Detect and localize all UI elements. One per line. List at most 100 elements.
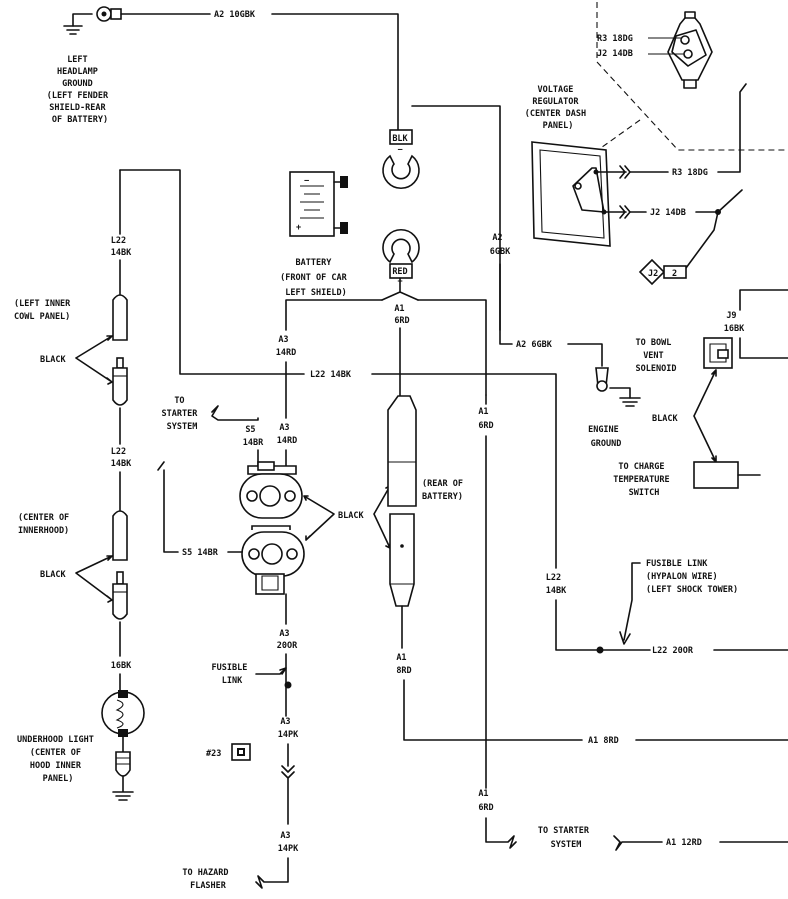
positive-terminal-wire [381, 277, 419, 301]
connector-upper [239, 461, 303, 519]
svg-text:−: − [304, 176, 309, 186]
j2-wire-right [685, 189, 743, 269]
a2-6gbk-wire-top [411, 105, 501, 331]
a1-a3-split-wire [285, 299, 487, 396]
a1-8rd-vert-label: A1 8RD [396, 653, 411, 676]
to-starter-left-label: TO STARTER SYSTEM [162, 396, 203, 432]
left-headlamp-ground-label: LEFT HEADLAMP GROUND (LEFT FENDER SHIELD… [47, 55, 114, 125]
a1-12rd-label: A1 12RD [666, 838, 702, 848]
a3-14rd-top-label: A3 14RD [276, 335, 296, 358]
black-label-2: BLACK [40, 570, 66, 580]
a2-10gbk-wire [271, 13, 399, 131]
battery-label: BATTERY (FRONT OF CAR LEFT SHIELD) [280, 258, 352, 298]
j2-connector-box: J2 2 [638, 258, 687, 286]
j9-16bk-label: J9 16BK [724, 311, 745, 334]
connector-23: #23 [206, 743, 251, 761]
l22-14bk-run [119, 169, 305, 375]
to-starter-bottom-wire [485, 817, 517, 849]
j9-wire [739, 337, 788, 359]
black-leaders-mid [303, 495, 335, 541]
black-leaders-1 [75, 335, 113, 385]
l22-20or-wire [555, 599, 651, 651]
s5-14br-horz-label: S5 14BR [182, 548, 219, 558]
svg-text:−: − [397, 145, 402, 155]
a1-12rd-wire [613, 835, 663, 851]
a2-10gbk-label: A2 10GBK [214, 10, 256, 20]
a1-8rd-wire [403, 679, 583, 741]
a3-20or-label: A3 20OR [277, 629, 298, 651]
fusible-link-left-arrow [255, 667, 287, 675]
svg-text:#23: #23 [206, 749, 221, 759]
underhood-light [101, 690, 145, 801]
a1-6rd-bottom-label: A1 6RD [478, 789, 493, 813]
j9-wire-top [739, 289, 788, 311]
hazard-flasher-wire [255, 857, 289, 889]
voltage-regulator-label: VOLTAGE REGULATOR (CENTER DASH PANEL) [525, 85, 592, 131]
a1-6rd-top-label: A1 6RD [394, 304, 409, 326]
l22-20or-label: L22 20OR [652, 646, 694, 656]
connector-innerhood-female [112, 510, 128, 561]
engine-ground-symbol [595, 367, 641, 407]
r3-wire-right [717, 83, 747, 173]
battery-terminal-positive: RED + [382, 228, 420, 287]
a2-6gbk-label: A2 6GBK [516, 340, 553, 350]
regulator-connector-detail [667, 11, 713, 89]
connector-cowl-female [112, 294, 128, 341]
r3-18dg-detail-label: R3 18DG [597, 34, 633, 44]
l22-14bk-mid-label: L22 14BK [111, 447, 132, 469]
left-inner-cowl-label: (LEFT INNER COWL PANEL) [14, 299, 75, 322]
s5-14br-top-label: S5 14BR [243, 425, 264, 448]
underhood-light-label: UNDERHOOD LIGHT (CENTER OF HOOD INNER PA… [17, 735, 99, 784]
j2-14db-detail-label: J2 14DB [597, 49, 633, 59]
s5-squiggle-left [157, 461, 179, 553]
l22-14bk-run-right [371, 373, 557, 569]
black-label-1: BLACK [40, 355, 66, 365]
a3-14pk-bottom-label: A3 14PK [278, 831, 299, 854]
black-leaders-battery [373, 485, 391, 549]
detail-leaders [648, 37, 684, 55]
voltage-regulator [531, 141, 611, 247]
fusible-link-arrow [619, 562, 641, 645]
to-starter-bottom-label: TO STARTER SYSTEM [538, 826, 594, 850]
charge-temp-switch [693, 461, 761, 489]
left-headlamp-ground [63, 6, 211, 35]
battery-symbol: − + [289, 171, 348, 237]
a2-6gbk-wire-end [567, 343, 603, 367]
black-leaders-right [693, 369, 717, 463]
charge-temp-label: TO CHARGE TEMPERATURE SWITCH [613, 462, 674, 498]
svg-text:RED: RED [392, 267, 407, 277]
svg-text:2: 2 [672, 269, 677, 279]
black-leaders-2 [75, 555, 113, 603]
fusible-link-splice [596, 646, 604, 654]
fusible-link-left-label: FUSIBLE LINK [212, 663, 253, 686]
j2-14db-label: J2 14DB [650, 208, 686, 218]
regulator-detail-leader [597, 119, 641, 151]
connector-lower [241, 525, 305, 595]
engine-ground-label: ENGINE GROUND [588, 425, 624, 449]
j2-splice [715, 209, 721, 215]
l22-14bk-top-label: L22 14BK [111, 236, 132, 258]
a2-6gbk-wire-mid [499, 263, 513, 345]
a3-14rd-mid-label: A3 14RD [277, 423, 297, 446]
center-innerhood-label: (CENTER OF INNERHOOD) [18, 513, 74, 536]
black-right-label: BLACK [652, 414, 678, 424]
a3-14pk-wire [281, 743, 295, 825]
a3-14pk-top-label: A3 14PK [278, 717, 299, 740]
battery-terminal-negative: BLK − [382, 129, 420, 190]
s5-squiggle-top [211, 405, 259, 421]
svg-text:BLK: BLK [392, 134, 408, 144]
l22-14bk-horz-label: L22 14BK [310, 370, 352, 380]
rear-of-battery-label: (REAR OF BATTERY) [422, 479, 468, 502]
regulator-detail-box [596, 2, 788, 151]
battery-cable-connector [387, 395, 417, 607]
16bk-label: 16BK [111, 661, 132, 671]
bowl-vent-connector [703, 337, 733, 369]
l22-14bk-right-label: L22 14BK [546, 573, 567, 596]
svg-text:+: + [296, 223, 301, 233]
bowl-vent-label: TO BOWL VENT SOLENOID [636, 338, 677, 374]
connector-innerhood-male [112, 571, 128, 620]
hazard-flasher-label: TO HAZARD FLASHER [182, 868, 233, 891]
black-mid-label: BLACK [338, 511, 364, 521]
a1-6rd-right-label: A1 6RD [478, 407, 493, 431]
